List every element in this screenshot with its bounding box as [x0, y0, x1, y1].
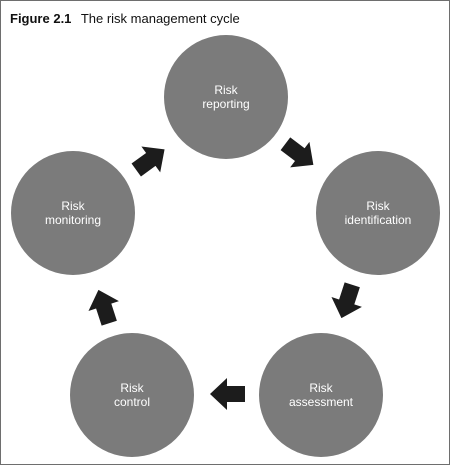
node-circle-assessment: [259, 333, 383, 457]
node-label-reporting-line-2: reporting: [202, 97, 249, 111]
node-circle-control: [70, 333, 194, 457]
figure-title: Figure 2.1 The risk management cycle: [10, 11, 240, 26]
node-label-monitoring-line-2: monitoring: [45, 213, 101, 227]
figure-caption: The risk management cycle: [80, 11, 240, 26]
node-circle-reporting: [164, 35, 288, 159]
node-label-control-line-1: Risk: [120, 381, 144, 395]
arrow-icon-monitoring-to-reporting: [131, 146, 165, 177]
node-circle-identification: [316, 151, 440, 275]
node-label-identification-line-1: Risk: [366, 199, 390, 213]
arrow-icon-assessment-to-control: [210, 378, 245, 410]
node-label-identification-line-2: identification: [345, 213, 412, 227]
arrow-icon-control-to-monitoring: [88, 289, 119, 326]
node-circle-monitoring: [11, 151, 135, 275]
arrow-icon-reporting-to-identification: [280, 137, 314, 168]
figure-number: Figure 2.1: [10, 11, 72, 26]
arrow-icon-identification-to-assessment: [331, 282, 362, 319]
node-label-assessment-line-2: assessment: [289, 395, 354, 409]
node-label-reporting-line-1: Risk: [214, 83, 238, 97]
node-label-control-line-2: control: [114, 395, 150, 409]
node-label-monitoring-line-1: Risk: [61, 199, 85, 213]
node-label-assessment-line-1: Risk: [309, 381, 333, 395]
